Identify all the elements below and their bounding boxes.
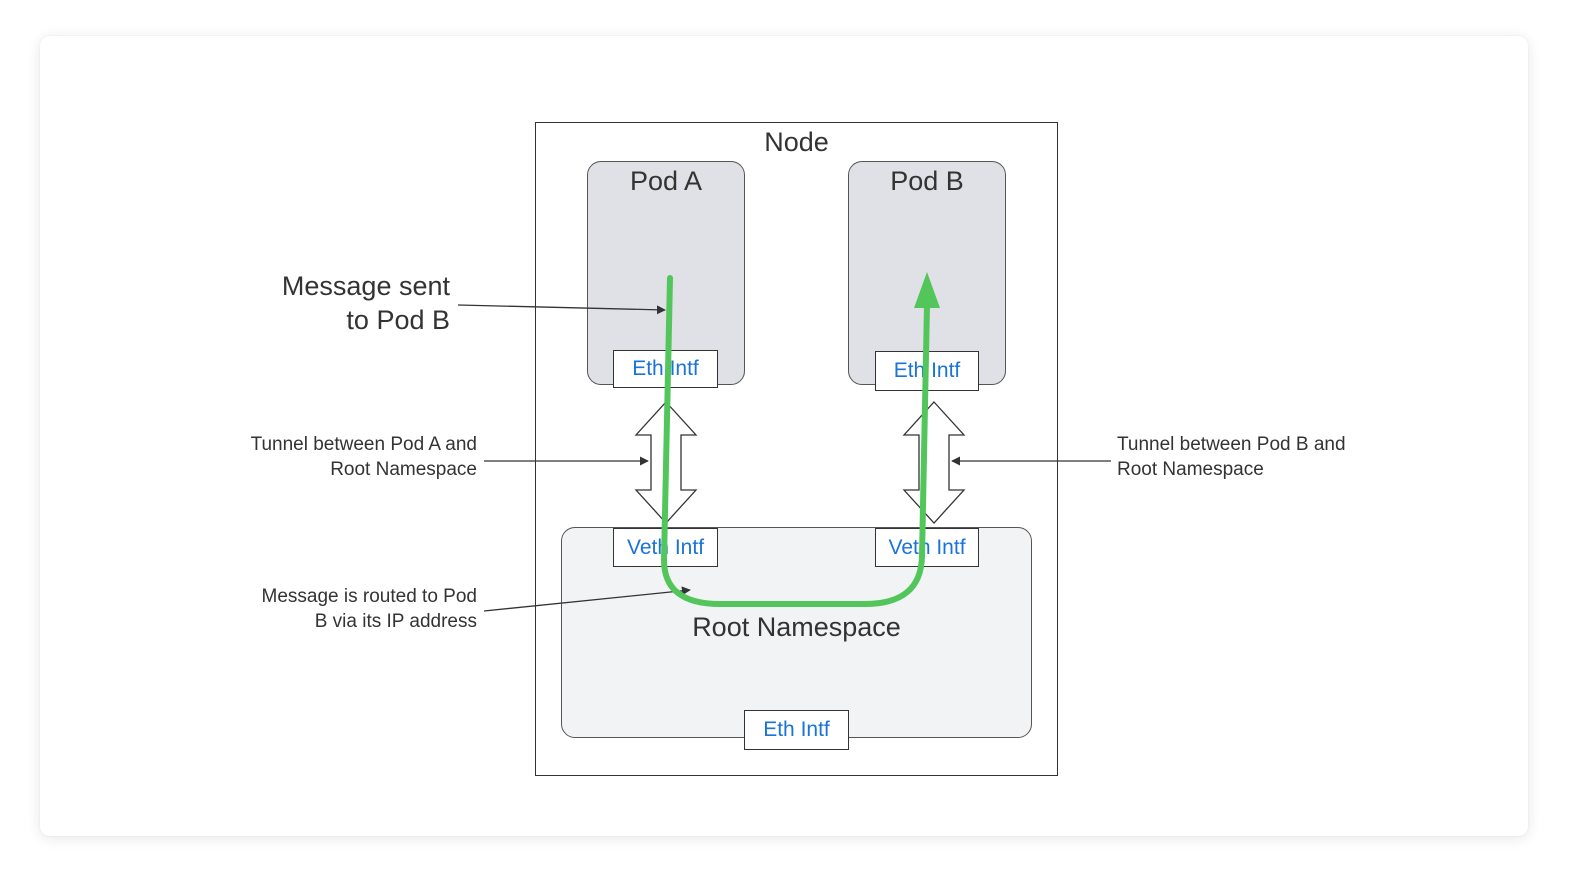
root-veth-intf-b: Veth Intf [875, 528, 979, 567]
pod-a-title: Pod A [629, 166, 703, 196]
message-sent-pointer [457, 304, 666, 315]
node-title: Node [764, 127, 829, 157]
tunnel-b-note: Tunnel between Pod B and Root Namespace [1117, 432, 1417, 482]
routed-line-1: Message is routed to Pod [261, 586, 477, 607]
message-path [661, 275, 930, 607]
tunnel-b-line-1: Tunnel between Pod B and [1117, 434, 1346, 455]
tunnel-a-line-1: Tunnel between Pod A and [250, 434, 477, 455]
routed-pointer [483, 586, 691, 612]
routed-note: Message is routed to Pod B via its IP ad… [200, 584, 477, 634]
root-eth-intf: Eth Intf [744, 710, 849, 750]
tunnel-b-arrow [902, 401, 966, 524]
tunnel-b-line-2: Root Namespace [1117, 459, 1264, 481]
pod-b-title: Pod B [890, 166, 964, 196]
message-sent-line-1: Message sent [281, 271, 450, 301]
routed-line-2: B via its IP address [314, 611, 477, 633]
message-sent-line-2: to Pod B [346, 305, 450, 336]
tunnel-a-line-2: Root Namespace [330, 459, 477, 481]
tunnel-a-note: Tunnel between Pod A and Root Namespace [200, 432, 477, 482]
message-sent-note: Message sent to Pod B [230, 269, 450, 338]
root-namespace-title: Root Namespace [692, 612, 901, 642]
message-path-arrowhead [914, 272, 940, 308]
